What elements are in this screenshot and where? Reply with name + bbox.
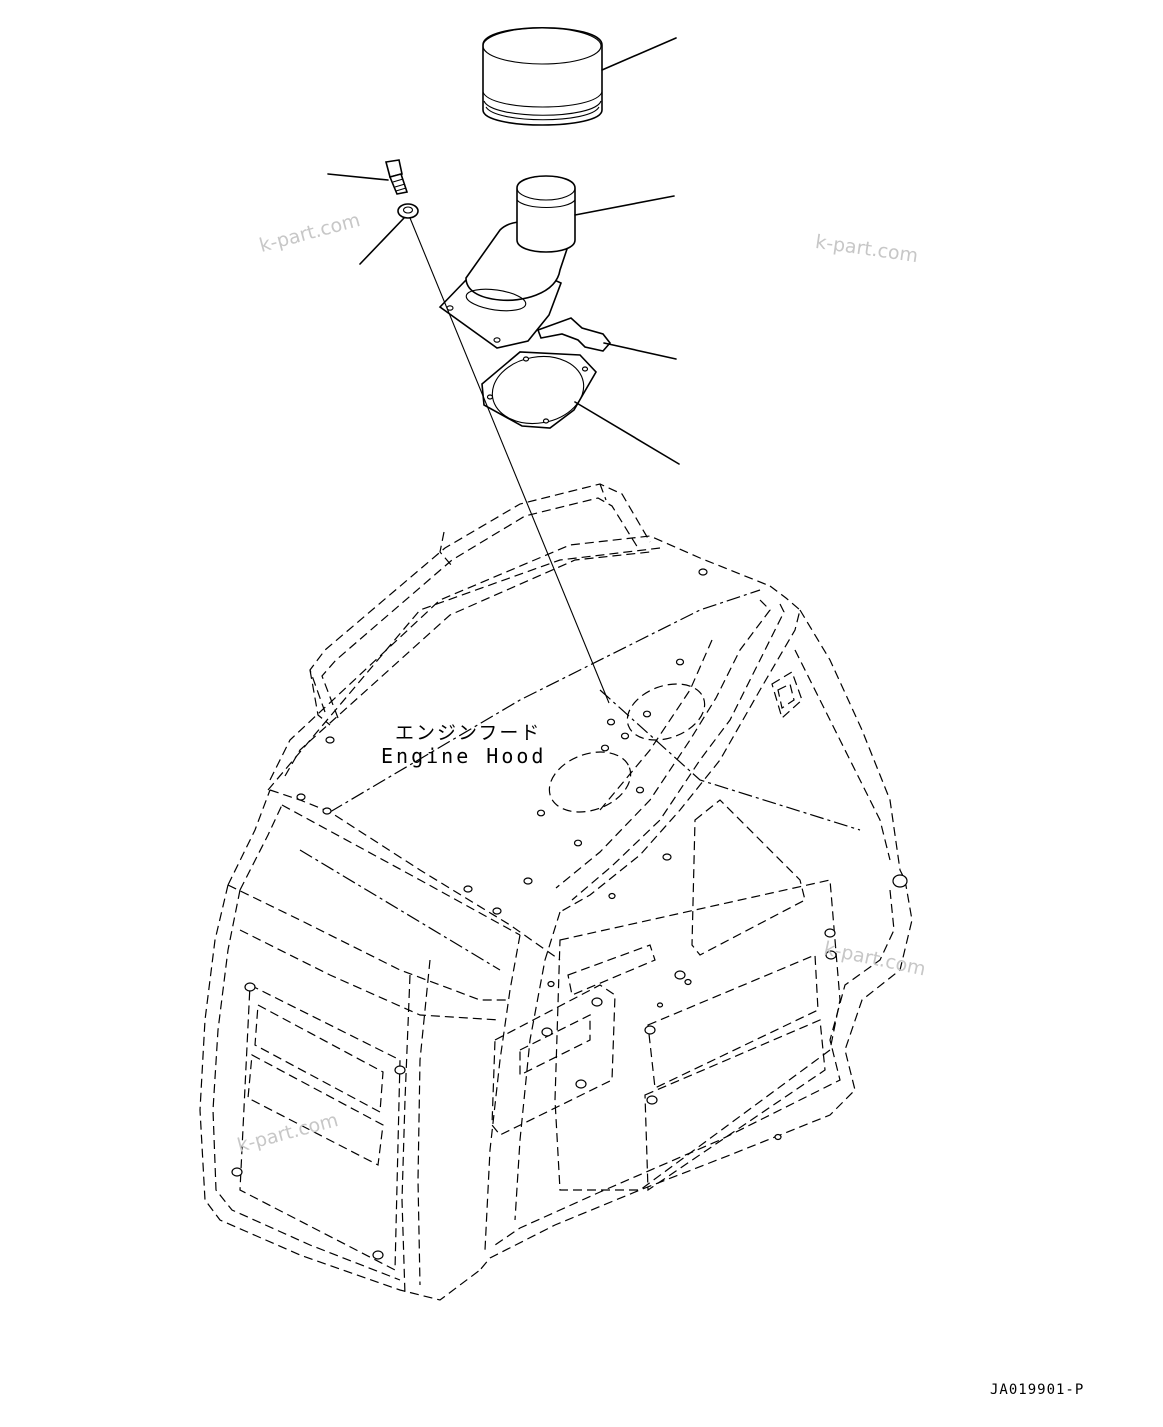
gasket	[481, 351, 597, 429]
part-name-english: Engine Hood	[381, 744, 547, 768]
washer	[397, 203, 419, 219]
leader-line-washer	[359, 217, 405, 265]
part-name-japanese: エンジンフード	[395, 722, 542, 744]
leader-line-gasket	[574, 401, 680, 465]
drawing-code: JA019901-P	[990, 1382, 1085, 1398]
exhaust-cap	[482, 27, 603, 126]
hood-bolt-holes	[231, 568, 908, 1260]
bolt	[384, 159, 409, 195]
leader-line-cap	[601, 37, 677, 71]
leader-line-bracket	[603, 342, 677, 360]
exhaust-pipe	[438, 175, 576, 349]
assembly-line	[409, 217, 610, 704]
engine-hood	[199, 483, 913, 1301]
leader-line-bolt	[327, 173, 389, 181]
leader-line-pipe	[574, 195, 675, 216]
bracket	[536, 317, 612, 352]
